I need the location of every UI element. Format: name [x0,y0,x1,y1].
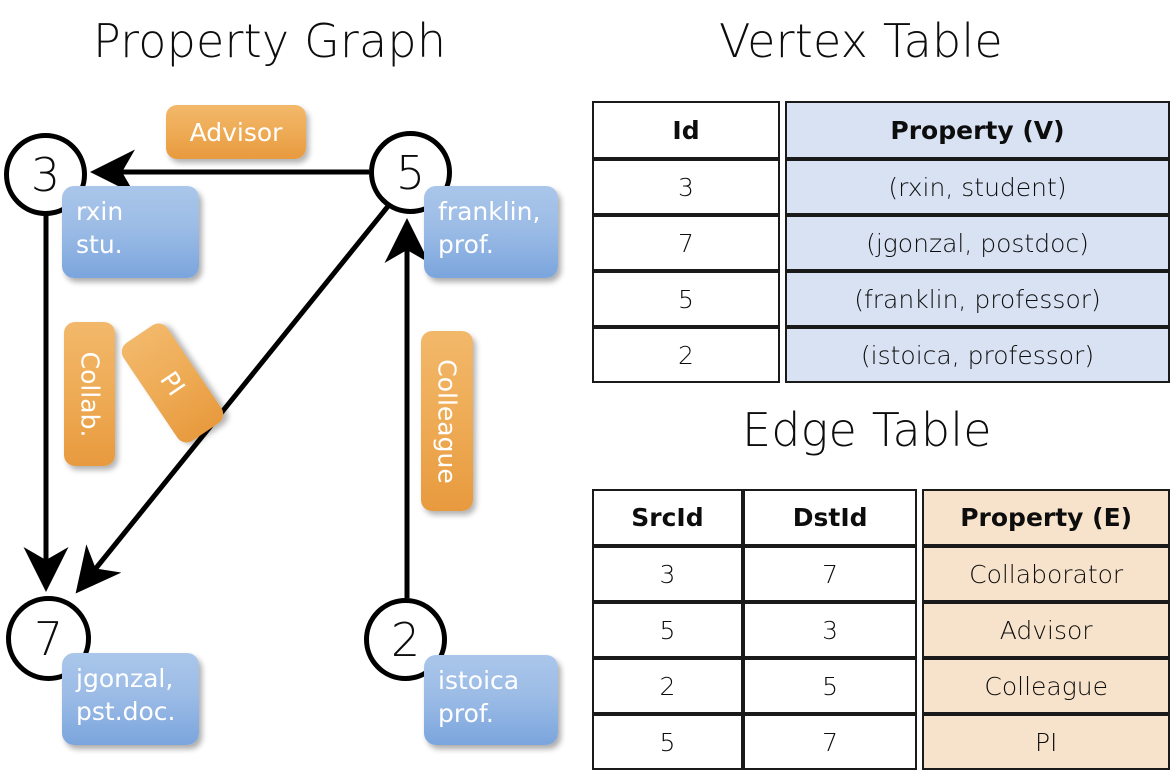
table-row: 7 (jgonzal, postdoc) [592,215,1170,271]
edge-5-to-7 [75,203,391,594]
table-header-row: SrcId DstId Property (E) [592,489,1170,546]
edge-cell-dstid: 5 [742,658,918,714]
edge-col-property: Property (E) [922,489,1170,546]
edge-cell-srcid: 5 [592,714,743,770]
edge-cell-dstid: 3 [742,602,918,658]
edge-cell-property: Advisor [922,602,1170,658]
edge-cell-property: PI [922,714,1170,770]
table-row: 5 3 Advisor [592,602,1170,658]
table-row: 3 (rxin, student) [592,159,1170,215]
node-property-line-1: rxin [76,197,124,226]
edge-cell-dstid: 7 [742,546,918,602]
node-property-box-2: istoica prof. [424,655,558,745]
graph-node-5[interactable]: 5 [369,131,452,214]
vertex-table: Id Property (V) 3 (rxin, student) 7 (jgo… [592,101,1170,383]
node-property-box-3: rxin stu. [62,186,199,278]
property-graph-diagram: 3 5 7 2 rxin stu. franklin, prof. jgonza… [0,0,585,760]
edge-label-advisor: Advisor [166,105,306,159]
node-property-box-5: franklin, prof. [424,186,558,278]
edge-label-text: Collab. [75,351,104,437]
vertex-cell-id: 3 [592,159,780,215]
graph-node-2[interactable]: 2 [364,598,447,681]
edge-col-srcid: SrcId [592,489,743,546]
node-property-line-2: prof. [438,698,494,728]
node-property-line-1: jgonzal, [76,664,174,693]
edge-col-dstid: DstId [742,489,918,546]
edge-table: SrcId DstId Property (E) 3 7 Collaborato… [592,489,1170,770]
edge-label-colleague: Colleague [421,331,473,511]
node-property-line-1: istoica [438,666,520,695]
vertex-col-property: Property (V) [785,101,1170,159]
node-property-line-2: pst.doc. [76,696,176,726]
edge-label-text: Advisor [189,117,283,147]
node-property-box-7: jgonzal, pst.doc. [62,653,199,745]
vertex-cell-property: (franklin, professor) [785,271,1170,327]
edge-label-text: Colleague [432,358,462,484]
node-property-line-2: stu. [76,229,123,259]
table-row: 2 5 Colleague [592,658,1170,714]
edge-cell-srcid: 2 [592,658,743,714]
page-title-edge-table: Edge Table [742,403,992,457]
table-header-row: Id Property (V) [592,101,1170,159]
vertex-col-id: Id [592,101,780,159]
edge-cell-property: Colleague [922,658,1170,714]
edge-cell-property: Collaborator [922,546,1170,602]
vertex-cell-property: (jgonzal, postdoc) [785,215,1170,271]
edge-cell-srcid: 5 [592,602,743,658]
vertex-cell-id: 7 [592,215,780,271]
node-property-line-1: franklin, [438,197,541,226]
table-row: 3 7 Collaborator [592,546,1170,602]
vertex-cell-id: 2 [592,327,780,383]
edge-label-text: PI [154,365,191,401]
table-row: 5 (franklin, professor) [592,271,1170,327]
table-row: 2 (istoica, professor) [592,327,1170,383]
table-row: 5 7 PI [592,714,1170,770]
graph-edge-lines [23,149,430,598]
node-property-line-2: prof. [438,229,494,259]
page-title-property-graph: Property Graph [93,14,447,68]
edge-label-collab: Collab. [64,322,115,466]
page-title-vertex-table: Vertex Table [719,14,1003,68]
vertex-cell-property: (rxin, student) [785,159,1170,215]
vertex-cell-property: (istoica, professor) [785,327,1170,383]
vertex-cell-id: 5 [592,271,780,327]
edge-cell-dstid: 7 [742,714,918,770]
edge-cell-srcid: 3 [592,546,743,602]
